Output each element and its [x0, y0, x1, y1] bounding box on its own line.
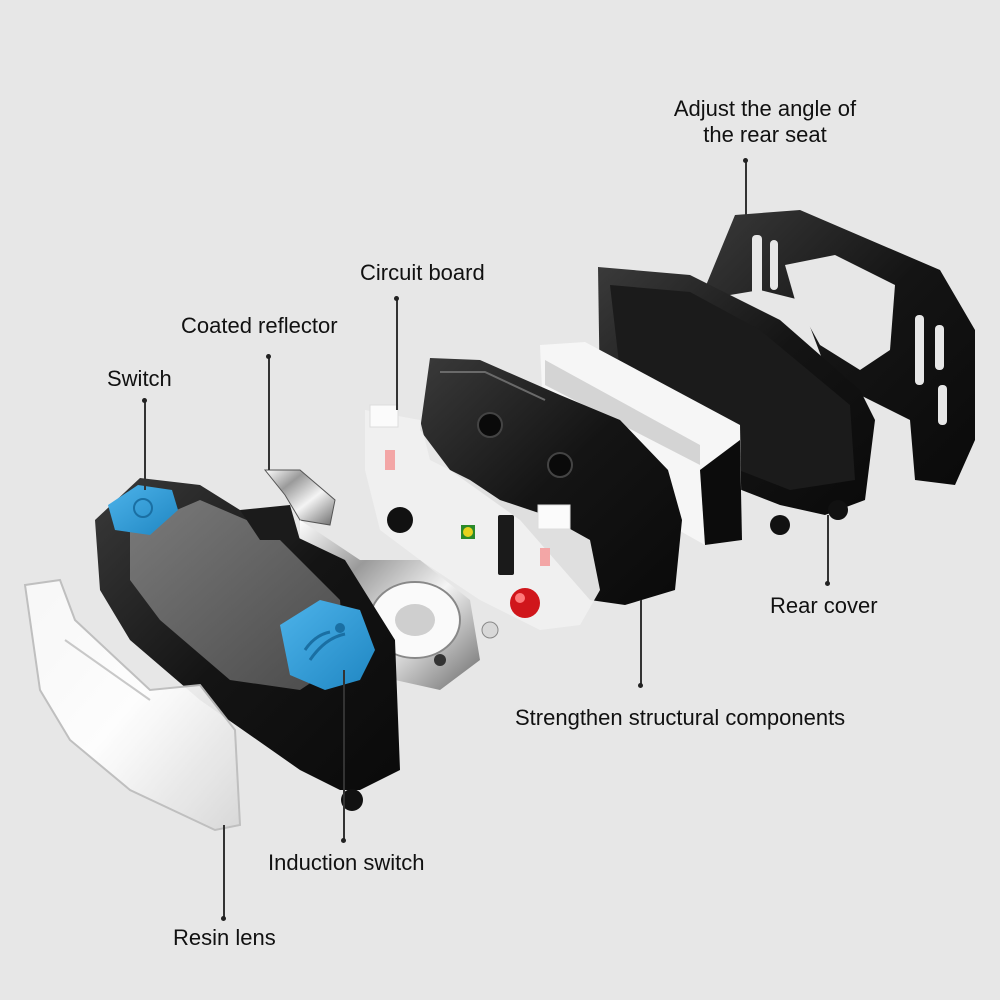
- leader-dot: [341, 838, 346, 843]
- leader-coated-reflector: [268, 356, 270, 470]
- leader-dot: [221, 916, 226, 921]
- leader-dot: [394, 296, 399, 301]
- circuit-board-part: [365, 404, 600, 630]
- label-rear-seat: Adjust the angle of the rear seat: [660, 96, 870, 148]
- leader-rear-seat: [745, 160, 747, 215]
- leader-dot: [825, 581, 830, 586]
- label-circuit-board: Circuit board: [360, 260, 485, 285]
- rear-seat-frame: [700, 210, 975, 485]
- leader-dot: [743, 158, 748, 163]
- label-switch: Switch: [107, 366, 172, 391]
- leader-switch: [144, 400, 146, 490]
- label-rear-cover: Rear cover: [770, 593, 878, 618]
- leader-circuit-board: [396, 298, 398, 410]
- leader-dot: [638, 683, 643, 688]
- leader-dot: [142, 398, 147, 403]
- leader-resin-lens: [223, 825, 225, 918]
- label-structural: Strengthen structural components: [515, 705, 846, 730]
- leader-dot: [266, 354, 271, 359]
- label-rear-seat-line2: the rear seat: [703, 122, 827, 147]
- switch-button: [108, 485, 178, 535]
- leader-induction-switch: [343, 670, 345, 840]
- label-coated-reflector: Coated reflector: [181, 313, 338, 338]
- label-resin-lens: Resin lens: [173, 925, 276, 950]
- structural-bracket: [420, 358, 682, 605]
- induction-switch-button: [280, 600, 375, 690]
- label-induction-switch: Induction switch: [268, 850, 425, 875]
- resin-lens-part: [23, 578, 242, 832]
- label-rear-seat-line1: Adjust the angle of: [673, 96, 857, 121]
- leader-rear-cover: [827, 515, 829, 583]
- leader-structural: [640, 600, 642, 685]
